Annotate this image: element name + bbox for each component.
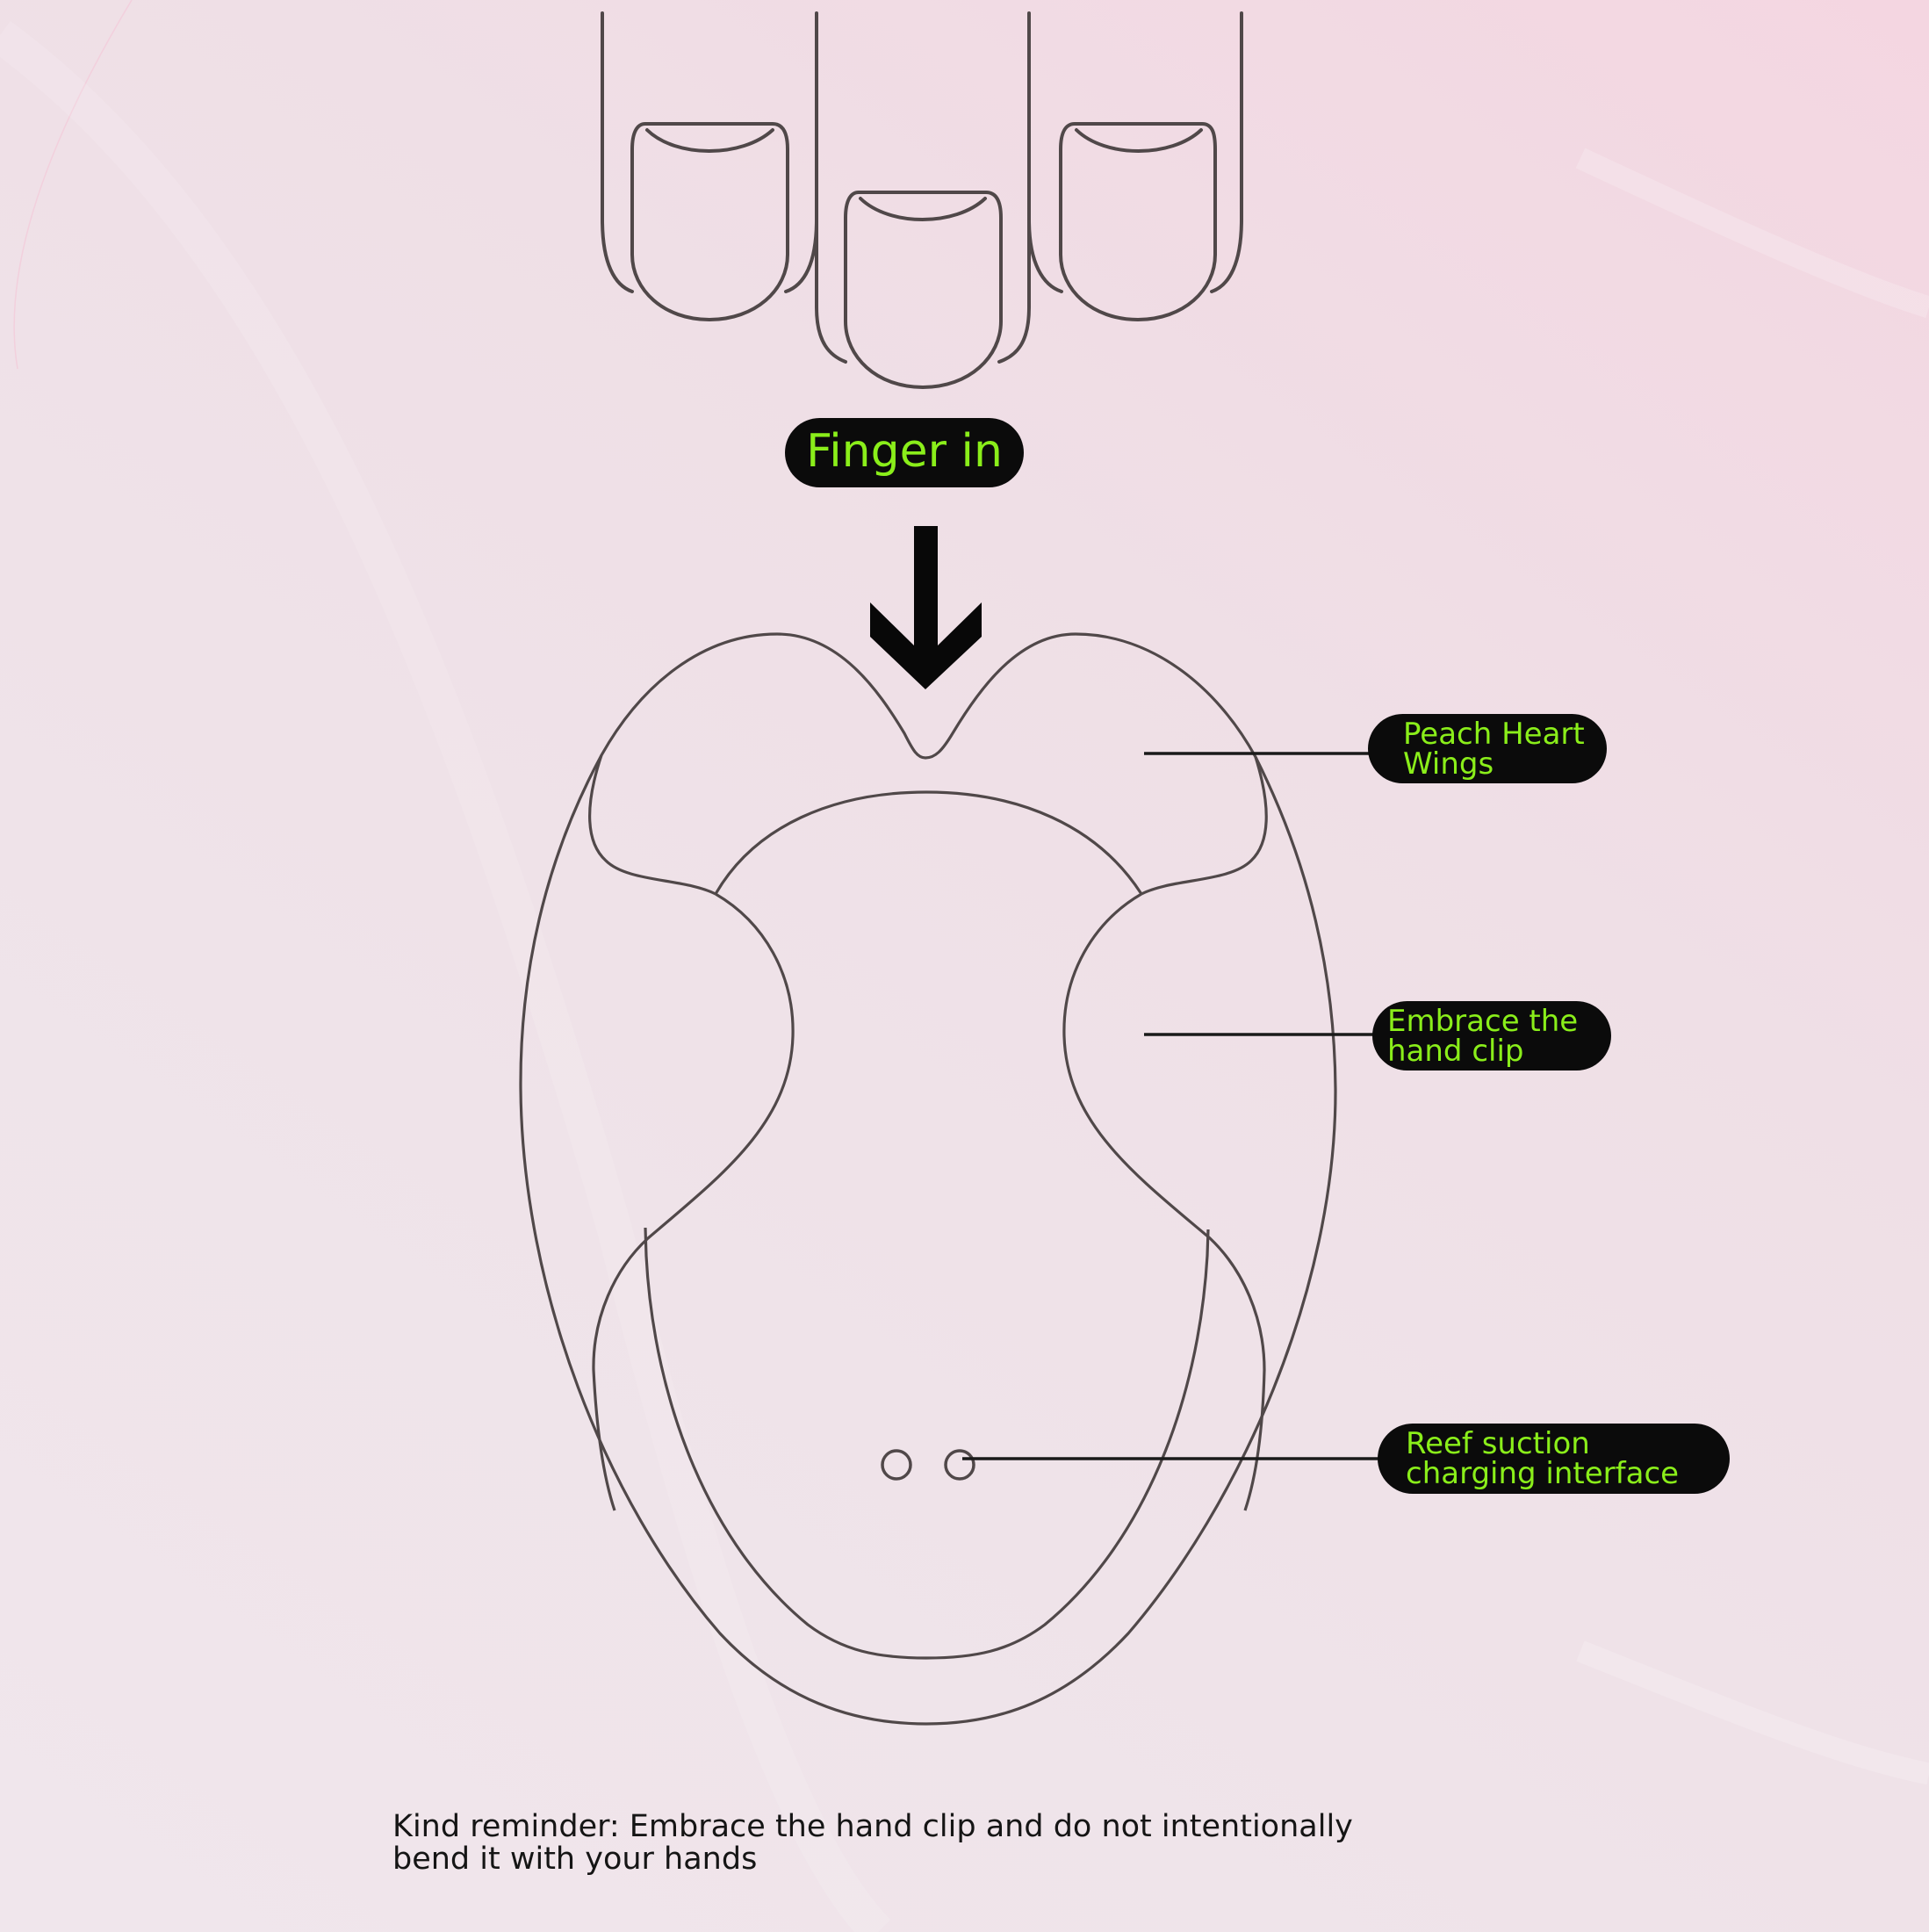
callout-leader-lines	[962, 752, 1379, 1460]
arrow-down-icon	[870, 526, 982, 689]
callout-text-line: charging interface	[1406, 1456, 1680, 1491]
callout-text-line: Embrace the	[1387, 1003, 1579, 1039]
callout-text-line: Wings	[1403, 746, 1494, 782]
reminder-line: bend it with your hands	[392, 1842, 758, 1877]
callout-text-line: Reef suction	[1406, 1426, 1590, 1461]
callout-text-line: Peach Heart	[1403, 716, 1585, 752]
callout-embrace-hand-clip: Embrace the hand clip	[1372, 1001, 1611, 1071]
kind-reminder-note: Kind reminder: Embrace the hand clip and…	[392, 1811, 1402, 1876]
callout-text-line: hand clip	[1387, 1033, 1524, 1069]
reminder-line: Kind reminder: Embrace the hand clip and…	[392, 1809, 1353, 1844]
callout-peach-heart-wings: Peach Heart Wings	[1368, 714, 1607, 783]
device-outline	[519, 632, 1337, 1726]
finger-in-label: Finger in	[785, 418, 1024, 487]
finger-in-text: Finger in	[806, 424, 1003, 478]
three-fingertips-icon	[601, 11, 1243, 390]
callout-reef-suction-charging: Reef suction charging interface	[1378, 1424, 1730, 1494]
charging-contacts-icon	[881, 1449, 975, 1481]
